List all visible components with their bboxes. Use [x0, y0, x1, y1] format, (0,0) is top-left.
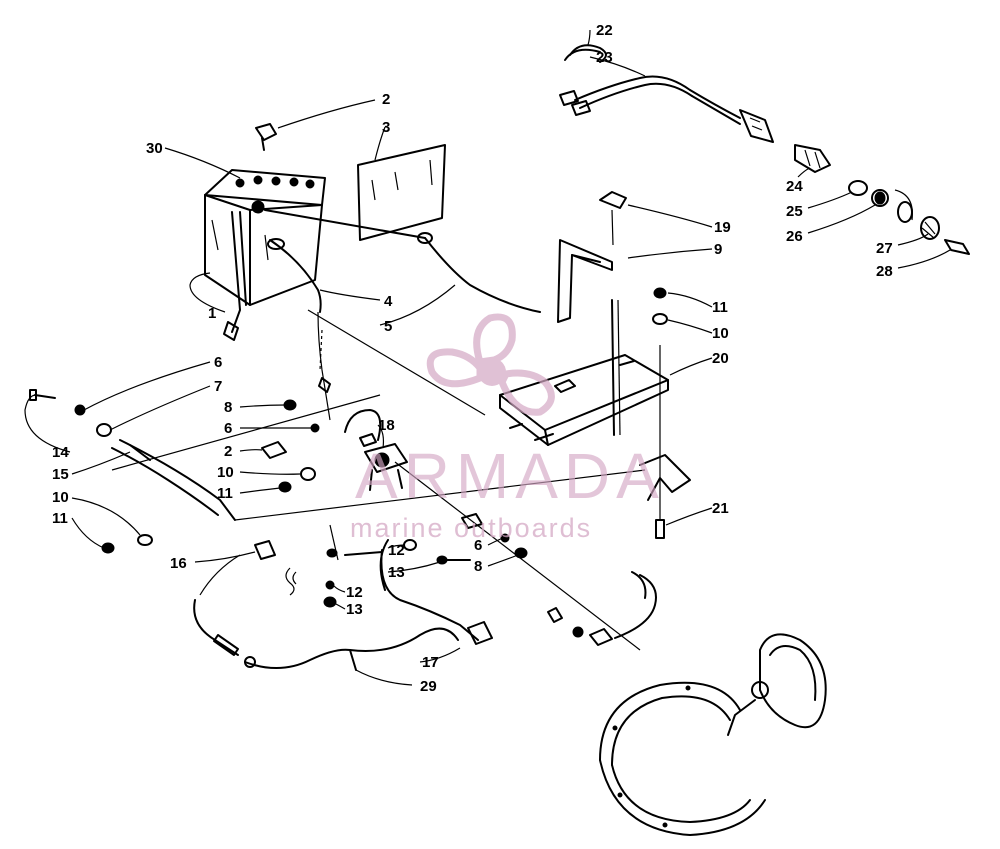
lower-cables [193, 524, 493, 671]
nut-washer-right [652, 287, 668, 325]
callout-2: 2 [382, 91, 390, 108]
propeller-logo-icon [426, 313, 555, 416]
callout-11: 11 [712, 299, 728, 316]
callout-10: 10 [217, 464, 234, 481]
callout-29: 29 [420, 678, 437, 695]
right-lower-hardware [461, 423, 657, 646]
leader-lines [24, 29, 951, 686]
callout-12: 12 [346, 584, 363, 601]
callout-13: 13 [388, 564, 405, 581]
center-small-parts [261, 399, 320, 493]
terminal-bolt [255, 123, 277, 151]
callout-24: 24 [786, 178, 803, 195]
callout-15: 15 [52, 466, 69, 483]
retaining-ring [564, 44, 607, 63]
battery-strap [223, 211, 247, 341]
watermark-tagline: marine outboards [350, 513, 592, 543]
watermark: ARMADA marine outboards [350, 313, 665, 543]
callout-26: 26 [786, 228, 803, 245]
harness-wires [559, 75, 774, 143]
callout-16: 16 [170, 555, 187, 572]
callout-2: 2 [224, 443, 232, 460]
watermark-brand: ARMADA [355, 440, 665, 512]
callout-10: 10 [52, 489, 69, 506]
battery-tray [499, 299, 669, 446]
callout-28: 28 [876, 263, 893, 280]
callout-5: 5 [384, 318, 392, 335]
battery-bracket [557, 191, 627, 323]
battery-cables [264, 209, 541, 421]
callout-8: 8 [224, 399, 232, 416]
callout-14: 14 [52, 444, 69, 461]
callout-23: 23 [596, 49, 613, 66]
callout-4: 4 [384, 293, 393, 310]
callout-17: 17 [422, 654, 439, 671]
battery [204, 169, 326, 306]
callout-11: 11 [217, 485, 233, 502]
callout-22: 22 [596, 22, 613, 39]
callout-30: 30 [146, 140, 163, 157]
callout-6: 6 [214, 354, 222, 371]
callout-18: 18 [378, 417, 395, 434]
callout-6: 6 [224, 420, 232, 437]
callout-25: 25 [786, 203, 803, 220]
callout-9: 9 [714, 241, 722, 258]
callout-1: 1 [208, 305, 216, 322]
callout-20: 20 [712, 350, 729, 367]
callout-6: 6 [474, 537, 482, 554]
callout-13: 13 [346, 601, 363, 618]
callout-21: 21 [712, 500, 729, 517]
long-bolt [655, 345, 665, 539]
callout-8: 8 [474, 558, 482, 575]
key-switch [794, 144, 970, 255]
callout-7: 7 [214, 378, 222, 395]
tray-support [639, 454, 691, 501]
battery-cover-sheet [357, 144, 446, 241]
starter-ring [599, 681, 766, 836]
callout-3: 3 [382, 119, 390, 136]
callout-11: 11 [52, 510, 68, 527]
callout-labels: 2 3 30 1 4 5 19 9 11 10 20 21 6 7 14 15 … [52, 22, 893, 695]
callout-27: 27 [876, 240, 893, 257]
callout-10: 10 [712, 325, 729, 342]
pull-handle [727, 633, 827, 736]
solenoid [344, 409, 408, 491]
callout-19: 19 [714, 219, 731, 236]
callout-12: 12 [388, 542, 405, 559]
left-bracket-rod [29, 389, 297, 596]
